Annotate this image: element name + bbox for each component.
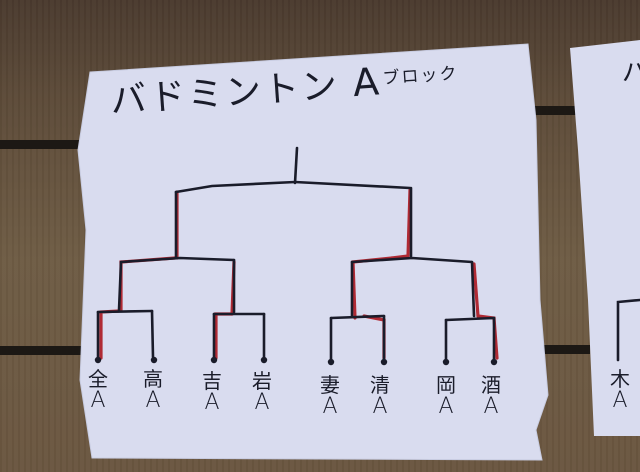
wall-rail (0, 140, 90, 149)
player-label: 全 A (84, 368, 112, 412)
player-group: A (90, 388, 106, 413)
player-label: 岡 A (432, 374, 460, 418)
player-name: 酒 (481, 373, 501, 397)
player-name: 清 (370, 373, 390, 397)
player-group: A (372, 394, 388, 419)
leaf-dots (94, 356, 498, 366)
player-group: A (483, 394, 499, 419)
main-paper-sheet (77, 43, 549, 461)
player-group: A (204, 390, 220, 415)
wall-rail (530, 345, 590, 354)
player-name: 木 (610, 367, 630, 391)
right-paper-sheet (570, 40, 640, 436)
wall-rail (0, 346, 85, 355)
player-label: 清 A (366, 374, 394, 418)
wall-rail (530, 106, 580, 115)
title-block-suffix: ブロック (381, 63, 460, 89)
player-label: 妻 A (316, 374, 344, 418)
player-group: A (254, 390, 270, 415)
right-sheet-player-label: 木 A (606, 368, 634, 412)
player-name: 妻 (320, 373, 340, 397)
player-group: A (322, 394, 338, 419)
player-group: A (145, 388, 161, 413)
player-label: 吉 A (198, 370, 226, 414)
player-group: A (612, 388, 628, 413)
player-label: 高 A (139, 368, 167, 412)
player-label: 酒 A (477, 374, 505, 418)
player-name: 全 (88, 367, 108, 391)
title-block-letter: A (351, 59, 383, 106)
right-sheet-title-fragment: バ (622, 58, 640, 88)
player-name: 吉 (202, 369, 222, 393)
player-name: 岡 (436, 373, 456, 397)
player-name: 岩 (252, 369, 272, 393)
player-label: 岩 A (248, 370, 276, 414)
player-group: A (438, 394, 454, 419)
bracket-lines-black (96, 146, 640, 362)
player-name: 高 (143, 367, 163, 391)
